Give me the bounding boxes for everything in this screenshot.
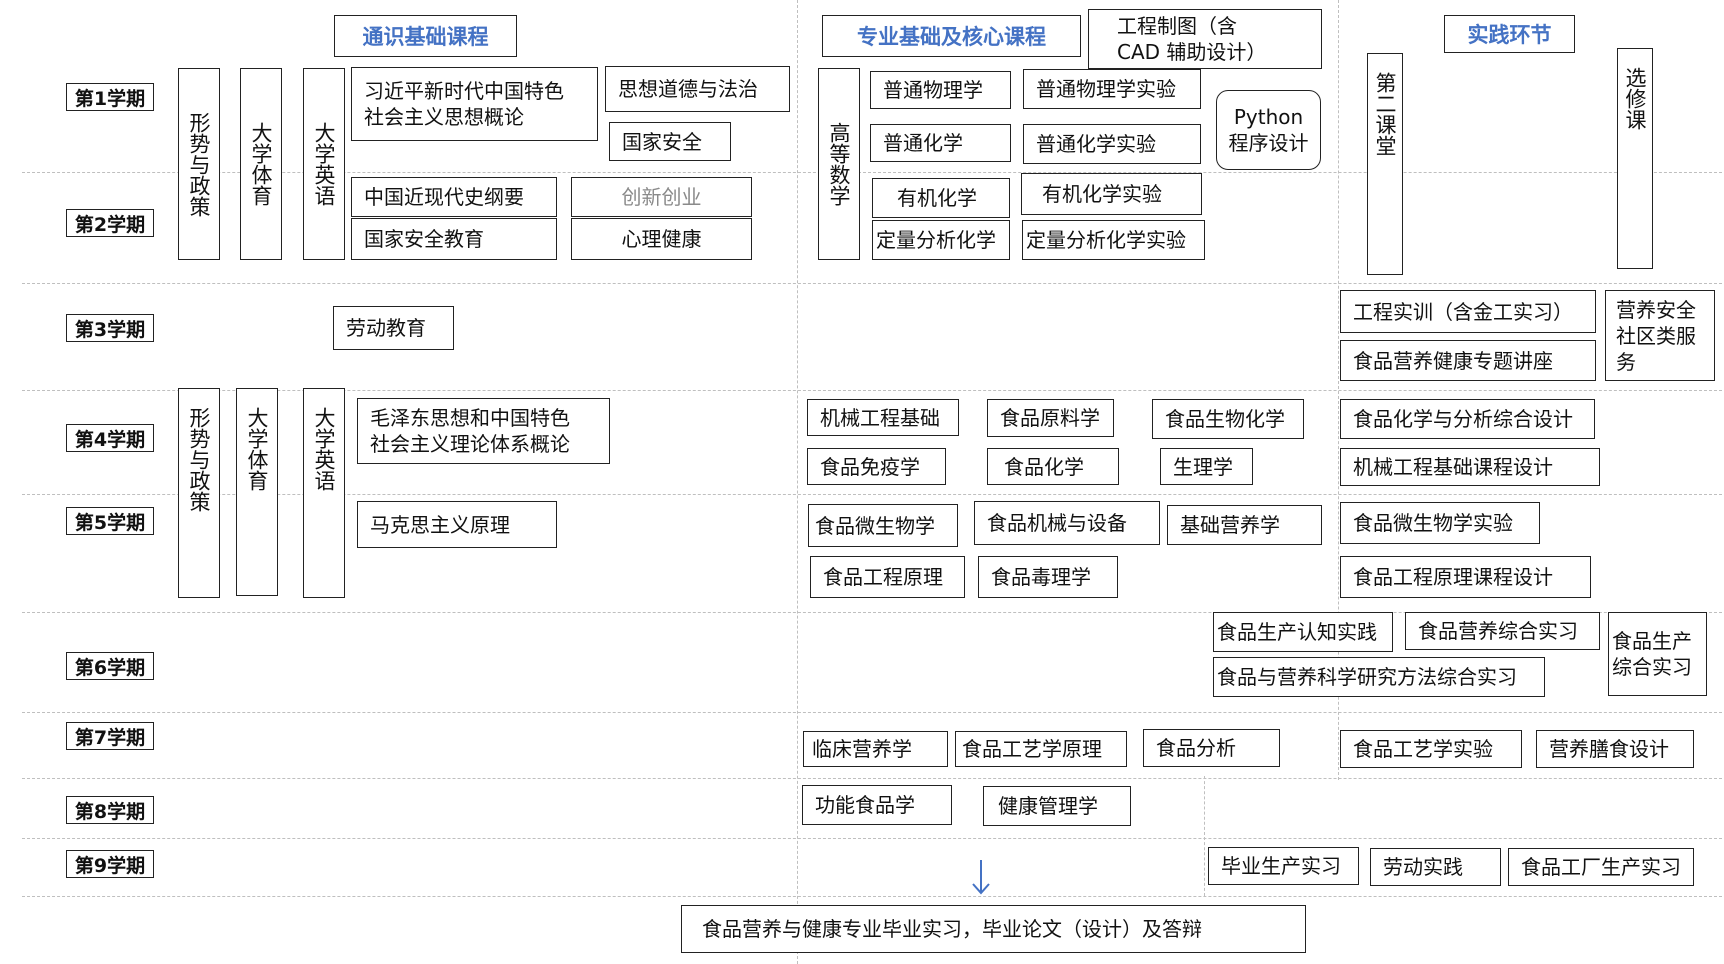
course-microbiology-lab: 食品微生物学实验 <box>1340 502 1540 544</box>
semester-4-label: 第4学期 <box>66 424 154 452</box>
course-functional-food: 功能食品学 <box>802 785 952 825</box>
semester-2-label: 第2学期 <box>66 209 154 237</box>
course-food-machinery: 食品机械与设备 <box>974 501 1160 545</box>
course-label: 大学英语 <box>312 407 336 491</box>
semester-9-label: 第9学期 <box>66 850 154 878</box>
course-food-process-principle: 食品工艺学原理 <box>955 731 1127 767</box>
course-physiology: 生理学 <box>1160 448 1253 485</box>
graduation-thesis-defense: 食品营养与健康专业毕业实习，毕业论文（设计）及答辩 <box>681 905 1306 953</box>
course-food-immunology: 食品免疫学 <box>807 448 946 485</box>
course-label: 形势与政策 <box>187 407 211 512</box>
course-quantitative-analysis-lab: 定量分析化学实验 <box>1022 220 1205 260</box>
course-mech-engineering-design: 机械工程基础课程设计 <box>1340 448 1600 486</box>
course-research-methods-internship: 食品与营养科学研究方法综合实习 <box>1213 657 1545 697</box>
course-chemistry-lab: 普通化学实验 <box>1023 124 1201 164</box>
course-food-analysis: 食品分析 <box>1143 729 1280 767</box>
course-food-toxicology: 食品毒理学 <box>978 556 1118 598</box>
header-general-courses: 通识基础课程 <box>334 15 517 57</box>
course-innovation: 创新创业 <box>571 177 752 217</box>
course-pe-sem1-2: 大学体育 <box>240 68 282 260</box>
course-food-engineering-principle: 食品工程原理 <box>810 556 965 598</box>
course-english-sem1-2: 大学英语 <box>303 68 345 260</box>
course-physics-lab: 普通物理学实验 <box>1023 69 1201 109</box>
semester-6-label: 第6学期 <box>66 652 154 680</box>
course-ethics-law: 思想道德与法治 <box>605 66 790 112</box>
course-quantitative-analysis: 定量分析化学 <box>872 220 1010 260</box>
course-label: 选修课 <box>1623 67 1647 130</box>
course-label: 大学体育 <box>249 122 273 206</box>
course-label: 大学英语 <box>312 122 336 206</box>
course-nutrition-lecture: 食品营养健康专题讲座 <box>1340 340 1596 381</box>
course-label: 高等数学 <box>827 122 851 206</box>
course-engineering-principle-design: 食品工程原理课程设计 <box>1340 556 1591 598</box>
course-modern-history: 中国近现代史纲要 <box>351 177 557 217</box>
course-organic-chemistry: 有机化学 <box>872 178 1010 218</box>
course-mechanical-engineering: 机械工程基础 <box>807 399 959 436</box>
semester-5-label: 第5学期 <box>66 507 154 535</box>
course-policy-sem4-5: 形势与政策 <box>178 388 220 598</box>
course-labor-education: 劳动教育 <box>333 306 454 350</box>
semester-1-label: 第1学期 <box>66 83 154 111</box>
course-label: 第二课堂 <box>1373 72 1397 156</box>
semester-3-label: 第3学期 <box>66 314 154 342</box>
course-national-security: 国家安全 <box>609 122 731 161</box>
course-label: 大学体育 <box>245 407 269 491</box>
course-label: 形势与政策 <box>187 111 211 217</box>
course-food-microbiology: 食品微生物学 <box>808 504 958 547</box>
semester-8-label: 第8学期 <box>66 796 154 824</box>
course-nutrition-internship: 食品营养综合实习 <box>1405 612 1600 650</box>
course-community-service: 营养安全 社区类服 务 <box>1605 290 1715 381</box>
course-python: Python 程序设计 <box>1216 90 1321 170</box>
course-chemistry: 普通化学 <box>870 124 1011 162</box>
course-pe-sem4-5: 大学体育 <box>236 388 278 596</box>
course-xi-thought: 习近平新时代中国特色 社会主义思想概论 <box>351 67 598 141</box>
course-food-biochemistry: 食品生物化学 <box>1152 399 1304 439</box>
course-labor-practice: 劳动实践 <box>1370 848 1501 886</box>
header-practice: 实践环节 <box>1444 15 1575 53</box>
course-engineering-drawing-cad: 工程制图（含 CAD 辅助设计） <box>1088 9 1322 69</box>
course-factory-internship: 食品工厂生产实习 <box>1508 848 1694 886</box>
course-physics: 普通物理学 <box>870 71 1011 109</box>
course-food-chemistry: 食品化学 <box>987 448 1119 485</box>
course-clinical-nutrition: 临床营养学 <box>803 731 948 767</box>
course-second-classroom: 第二课堂 <box>1367 53 1403 275</box>
course-marxism: 马克思主义原理 <box>357 501 557 548</box>
course-production-cognition: 食品生产认知实践 <box>1213 612 1393 652</box>
course-health-management: 健康管理学 <box>983 786 1131 826</box>
course-graduation-internship: 毕业生产实习 <box>1208 847 1359 885</box>
course-mental-health: 心理健康 <box>571 218 752 260</box>
course-organic-chemistry-lab: 有机化学实验 <box>1021 173 1202 215</box>
course-english-sem4-5: 大学英语 <box>303 388 345 598</box>
course-food-raw-materials: 食品原料学 <box>987 399 1114 437</box>
header-major-courses: 专业基础及核心课程 <box>822 15 1081 57</box>
course-chemistry-analysis-design: 食品化学与分析综合设计 <box>1340 399 1595 439</box>
down-arrow-icon <box>972 860 990 895</box>
course-policy-sem1-2: 形势与政策 <box>178 68 220 260</box>
course-process-lab: 食品工艺学实验 <box>1340 730 1522 768</box>
course-basic-nutrition: 基础营养学 <box>1167 505 1322 545</box>
course-mao-thought: 毛泽东思想和中国特色 社会主义理论体系概论 <box>357 398 610 464</box>
course-engineering-training: 工程实训（含金工实习） <box>1340 290 1596 333</box>
course-diet-design: 营养膳食设计 <box>1536 730 1694 768</box>
course-advanced-math: 高等数学 <box>818 68 860 260</box>
course-electives: 选修课 <box>1617 48 1653 269</box>
course-security-education: 国家安全教育 <box>351 218 557 260</box>
semester-7-label: 第7学期 <box>66 722 154 750</box>
course-production-internship: 食品生产 综合实习 <box>1608 612 1707 696</box>
